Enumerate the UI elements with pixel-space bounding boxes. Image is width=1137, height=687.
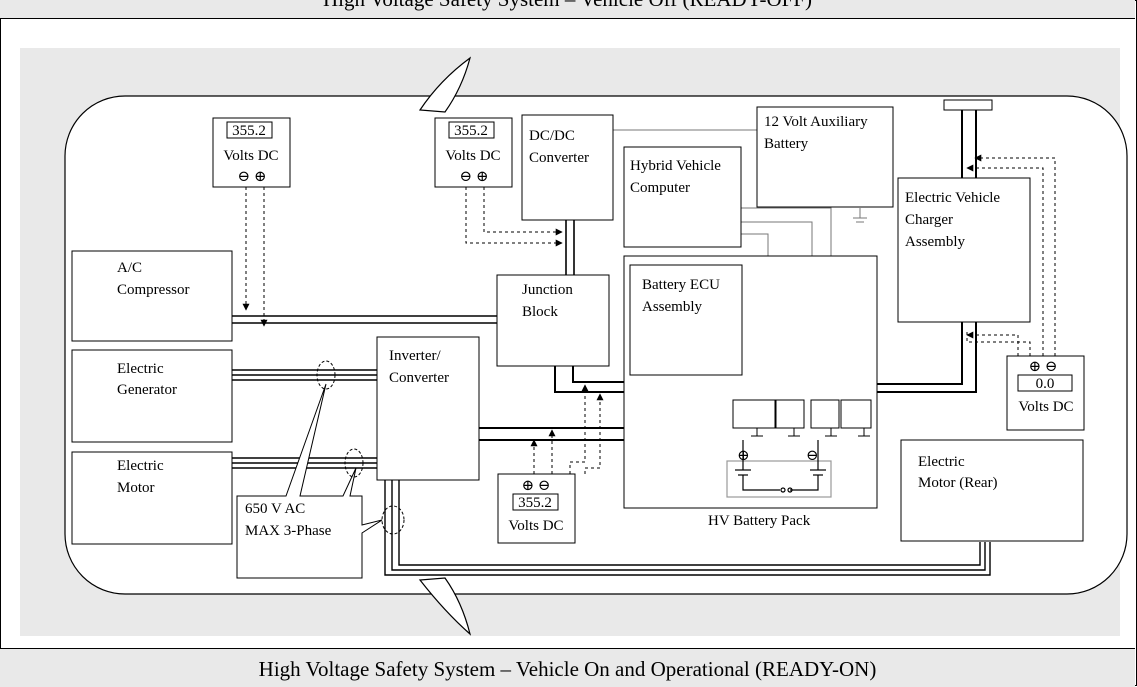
dcdc-converter-box <box>521 114 614 221</box>
generator-box <box>71 349 233 443</box>
dcdc-label-2: Converter <box>529 150 589 166</box>
hv-computer-box <box>623 146 742 248</box>
rear-motor-label-2: Motor (Rear) <box>918 475 998 491</box>
rear-motor-label-1: Electric <box>918 454 965 470</box>
meter-charger-unit: Volts DC <box>1018 399 1073 415</box>
ev-charger-label-2: Charger <box>905 212 953 228</box>
side-mirror-top <box>418 56 472 113</box>
ground-symbols <box>853 208 867 223</box>
callout-label-1: 650 V AC <box>245 501 305 517</box>
aux-battery-label-1: 12 Volt Auxiliary <box>764 114 868 130</box>
voltage-callout <box>236 360 405 579</box>
battery-ecu-label-2: Assembly <box>642 299 703 315</box>
meter-inverter-value: 355.2 <box>518 495 552 511</box>
header-row: High Voltage Safety System – Vehicle Off… <box>0 0 1135 19</box>
front-motor-box <box>71 451 233 545</box>
front-motor-label-1: Electric <box>117 458 164 474</box>
system-main-relays <box>732 399 872 429</box>
meter-charger-polarity: ⊕ ⊖ <box>1029 359 1058 375</box>
hv-computer-label-1: Hybrid Vehicle <box>630 158 721 174</box>
generator-label-2: Generator <box>117 382 177 398</box>
battery-minus-symbol: ⊖ <box>806 448 819 464</box>
hv-computer-label-2: Computer <box>630 180 690 196</box>
meter-dcdc-display <box>448 121 495 139</box>
callout-label-2: MAX 3-Phase <box>245 523 332 539</box>
meter-charger-box <box>1006 355 1085 431</box>
caption-text: High Voltage Safety System – Vehicle On … <box>258 657 877 681</box>
meter-inverter-unit: Volts DC <box>508 518 563 534</box>
header-title: High Voltage Safety System – Vehicle Off… <box>0 0 1135 12</box>
side-mirror-bottom <box>418 577 472 636</box>
meter-dcdc-unit: Volts DC <box>445 148 500 164</box>
meter-ac-value: 355.2 <box>232 123 266 139</box>
inverter-label-1: Inverter/ <box>389 348 441 364</box>
ev-charger-label-3: Assembly <box>905 234 966 250</box>
charge-port <box>943 99 993 111</box>
junction-label-1: Junction <box>522 282 573 298</box>
ev-charger-box <box>897 177 1031 323</box>
junction-label-2: Block <box>522 304 558 320</box>
inverter-box <box>376 336 480 481</box>
junction-block-box <box>496 274 610 367</box>
caption-row: High Voltage Safety System – Vehicle On … <box>0 648 1135 687</box>
hv-battery-pack-label: HV Battery Pack <box>708 513 811 529</box>
ac-compressor-box <box>71 250 233 342</box>
ac-compressor-label-1: A/C <box>117 260 142 276</box>
meter-dcdc-polarity: ⊖ ⊕ <box>460 169 489 185</box>
front-motor-label-2: Motor <box>117 480 155 496</box>
meter-probes <box>242 154 1056 474</box>
aux-battery-box <box>756 106 894 208</box>
ev-charger-label-1: Electric Vehicle <box>905 190 1000 206</box>
meter-charger-value: 0.0 <box>1036 376 1055 392</box>
meter-inverter-display <box>512 493 559 511</box>
meter-ac-display <box>226 121 273 139</box>
battery-ecu-label-1: Battery ECU <box>642 277 720 293</box>
inverter-label-2: Converter <box>389 370 449 386</box>
meter-charger-display <box>1017 374 1073 392</box>
dcdc-label-1: DC/DC <box>529 128 575 144</box>
meter-ac-unit: Volts DC <box>223 148 278 164</box>
battery-ecu-box <box>629 264 743 376</box>
aux-battery-label-2: Battery <box>764 136 809 152</box>
rear-motor-box <box>900 439 1084 542</box>
generator-label-1: Electric <box>117 361 164 377</box>
meter-ac-box <box>212 117 291 188</box>
meter-inverter-polarity: ⊕ ⊖ <box>522 478 551 494</box>
battery-cells <box>726 440 832 498</box>
meter-dcdc-value: 355.2 <box>454 123 488 139</box>
relay-grounds <box>751 428 870 437</box>
battery-plus-symbol: ⊕ <box>737 448 750 464</box>
meter-ac-polarity: ⊖ ⊕ <box>238 169 267 185</box>
ac-compressor-label-2: Compressor <box>117 282 190 298</box>
